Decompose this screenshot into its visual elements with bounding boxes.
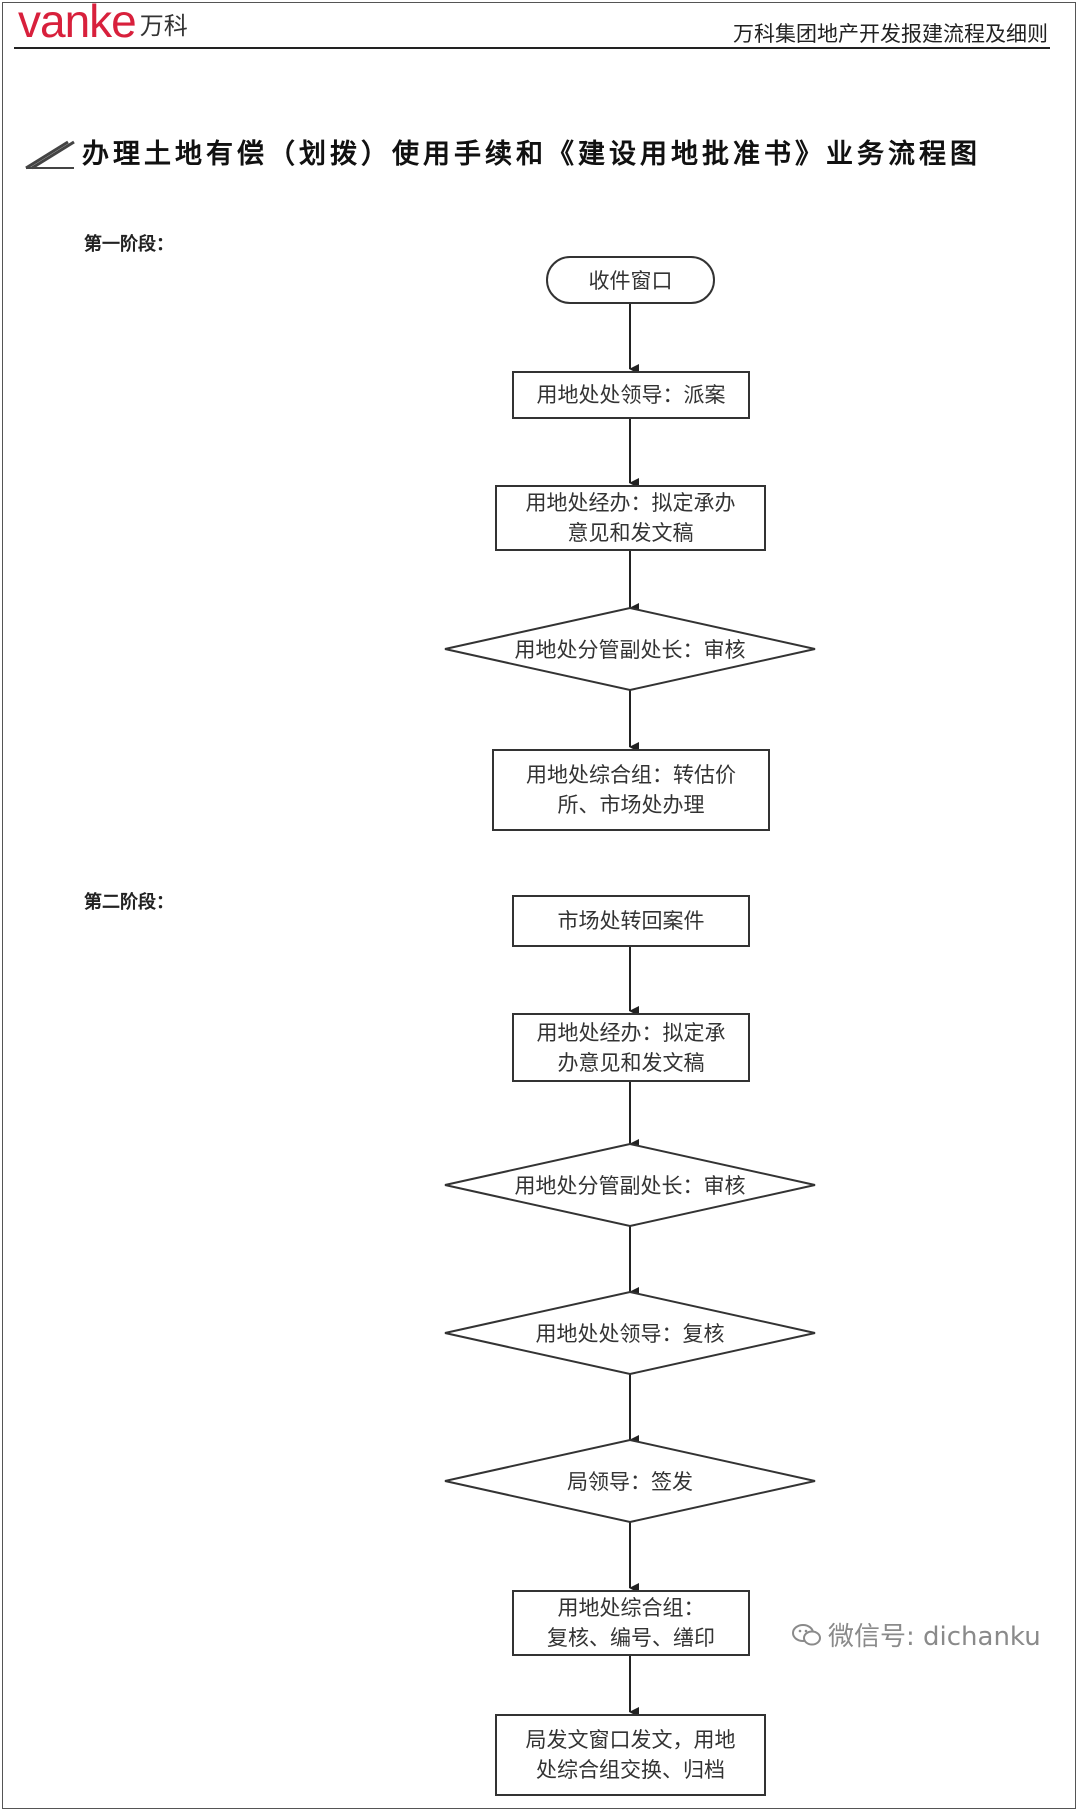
node-market-return: 市场处转回案件 xyxy=(512,895,750,947)
logo-cn: 万科 xyxy=(139,12,188,40)
decision-shape-1 xyxy=(444,606,816,692)
node-line: 意见和发文稿 xyxy=(567,521,694,545)
node-line: 用地处经办：拟定承办 xyxy=(525,491,736,515)
node-numbering-print: 用地处综合组： 复核、编号、缮印 xyxy=(512,1590,750,1656)
node-leader-recheck: 用地处处领导：复核 xyxy=(535,1322,725,1346)
header-rule xyxy=(14,47,1050,49)
node-line: 用地处综合组：转估价 xyxy=(526,763,736,787)
stage-one-label: 第一阶段： xyxy=(84,234,174,255)
document-title: 万科集团地产开发报建流程及细则 xyxy=(733,22,1048,46)
node-issue-archive: 局发文窗口发文，用地 处综合组交换、归档 xyxy=(495,1714,766,1796)
node-line: 用地处经办：拟定承 xyxy=(536,1020,726,1045)
logo-text: vanke xyxy=(18,0,137,47)
node-bureau-sign: 局领导：签发 xyxy=(567,1470,693,1494)
node-line: 所、市场处办理 xyxy=(557,793,705,817)
node-deputy-review: 用地处分管副处长：审核 xyxy=(514,638,746,662)
node-receive-window: 收件窗口 xyxy=(546,256,715,304)
stage-two-label: 第二阶段： xyxy=(84,892,174,913)
node-line: 处综合组交换、归档 xyxy=(536,1758,725,1782)
wechat-watermark: 微信号: dichanku xyxy=(792,1616,1041,1653)
decision-shape-3 xyxy=(444,1290,816,1376)
node-leader-assign: 用地处处领导：派案 xyxy=(512,371,750,419)
node-deputy-review-2: 用地处分管副处长：审核 xyxy=(514,1174,746,1198)
wechat-icon xyxy=(792,1623,821,1645)
node-line: 用地处综合组： xyxy=(557,1596,705,1620)
node-transfer-appraisal: 用地处综合组：转估价 所、市场处办理 xyxy=(492,749,770,831)
title-slash-icon xyxy=(25,140,75,170)
flowchart-title: 办理土地有偿（划拨）使用手续和《建设用地批准书》业务流程图 xyxy=(82,139,981,170)
node-draft-opinion: 用地处经办：拟定承办 意见和发文稿 xyxy=(495,485,766,551)
node-draft-opinion-2: 用地处经办：拟定承 办意见和发文稿 xyxy=(512,1013,750,1082)
watermark-text: 微信号: dichanku xyxy=(828,1622,1041,1652)
decision-shape-4 xyxy=(444,1438,816,1524)
decision-shape-2 xyxy=(444,1142,816,1228)
node-line: 复核、编号、缮印 xyxy=(547,1626,715,1650)
node-line: 办意见和发文稿 xyxy=(557,1050,705,1075)
node-line: 局发文窗口发文，用地 xyxy=(525,1728,736,1752)
